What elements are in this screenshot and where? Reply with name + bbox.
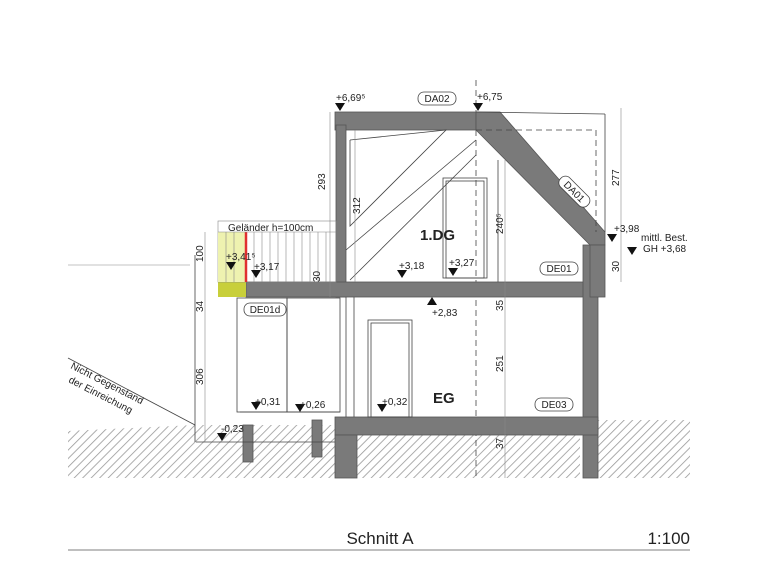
ground-hatch-right (598, 420, 690, 478)
svg-text:35: 35 (495, 299, 506, 311)
tag-de03: DE03 (534, 397, 574, 412)
railing-bars (218, 231, 336, 282)
ground-hatch-left (68, 425, 335, 478)
drawing-title: Schnitt A (346, 529, 414, 548)
structure (242, 111, 606, 479)
tag-da02: DA02 (417, 91, 457, 106)
svg-text:+3,41⁵: +3,41⁵ (226, 252, 255, 263)
svg-text:34: 34 (195, 300, 206, 312)
ground-hatch-under (357, 435, 580, 478)
level-labels: +6,69⁵ +6,75 +3,98 +3,41⁵ +3,17 +3,18 +3… (221, 92, 640, 435)
svg-text:+3,17: +3,17 (254, 262, 280, 273)
svg-text:+0,31: +0,31 (255, 397, 281, 408)
svg-text:+3,98: +3,98 (614, 224, 640, 235)
svg-text:+2,83: +2,83 (432, 308, 458, 319)
existing-note-2: GH +3,68 (643, 244, 687, 255)
svg-text:DE01: DE01 (546, 264, 571, 275)
tag-de01: DE01 (539, 261, 579, 276)
svg-text:37: 37 (495, 437, 506, 449)
svg-text:+3,27: +3,27 (449, 258, 475, 269)
svg-text:-0,23: -0,23 (221, 424, 244, 435)
tag-de01d: DE01d (243, 302, 287, 317)
railing (217, 220, 337, 283)
svg-text:100: 100 (195, 245, 206, 262)
svg-text:+6,69⁵: +6,69⁵ (336, 93, 365, 104)
svg-text:306: 306 (195, 368, 206, 385)
svg-text:+0,32: +0,32 (382, 397, 408, 408)
drawing-scale: 1:100 (647, 529, 690, 548)
dimension-lines (204, 108, 622, 478)
svg-text:DE01d: DE01d (250, 305, 281, 316)
svg-text:251: 251 (495, 355, 506, 372)
svg-text:277: 277 (611, 169, 622, 186)
floor-label-dg: 1.DG (420, 227, 455, 244)
svg-text:+3,18: +3,18 (399, 261, 425, 272)
svg-text:30: 30 (611, 260, 622, 272)
terrace-highlight (218, 282, 246, 297)
svg-text:293: 293 (317, 173, 328, 190)
svg-text:DA02: DA02 (424, 94, 449, 105)
svg-text:312: 312 (352, 197, 363, 214)
floor-label-eg: EG (433, 390, 455, 407)
svg-text:DE03: DE03 (541, 400, 566, 411)
svg-text:240⁵: 240⁵ (495, 213, 506, 234)
svg-text:+0,26: +0,26 (300, 400, 326, 411)
svg-text:+6,75: +6,75 (477, 92, 503, 103)
dimension-labels: 293 312 30 100 34 306 277 240⁵ 30 35 251… (195, 169, 622, 449)
interior-outlines (67, 111, 606, 443)
existing-note-1: mittl. Best. (641, 233, 688, 244)
railing-note: Geländer h=100cm (228, 223, 313, 234)
svg-text:30: 30 (312, 270, 323, 282)
level-markers (217, 103, 637, 441)
